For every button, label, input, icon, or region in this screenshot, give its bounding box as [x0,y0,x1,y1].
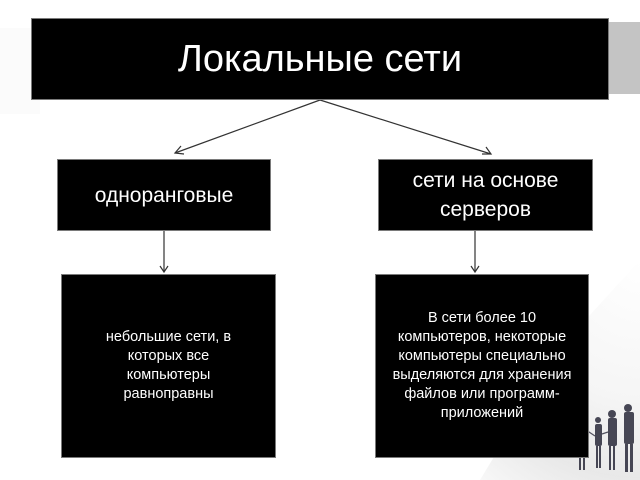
peer-to-peer-box: одноранговые [57,159,271,231]
server-based-label: сети на основе серверов [412,169,559,221]
peer-to-peer-description: небольшие сети, в которых все компьютеры… [105,329,232,402]
server-based-description-box: В сети более 10 компьютеров, некоторые к… [375,274,589,458]
title-box: Локальные сети [31,18,609,100]
arrow-title-to-left [174,99,321,154]
peer-to-peer-description-box: небольшие сети, в которых все компьютеры… [61,274,276,458]
server-based-box: сети на основе серверов [378,159,593,231]
diagram-title: Локальные сети [177,37,463,80]
arrow-title-to-right [319,99,492,155]
server-based-description: В сети более 10 компьютеров, некоторые к… [392,310,572,421]
peer-to-peer-label: одноранговые [94,183,234,207]
background-band-right [607,22,640,94]
